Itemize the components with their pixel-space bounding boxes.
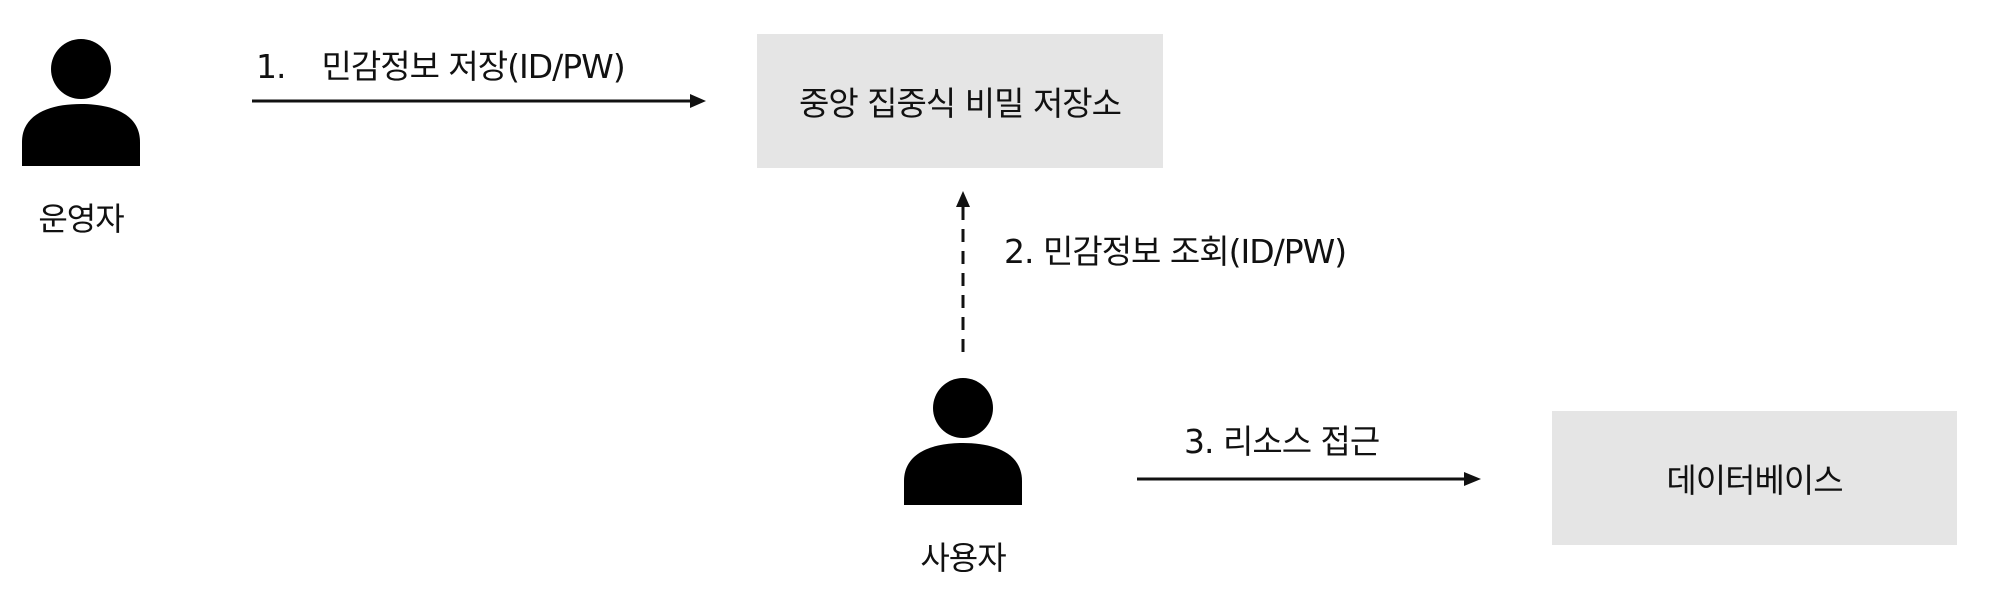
user-label: 사용자 [920,539,1006,577]
database-label: 데이터베이스 [1666,461,1843,500]
access-resource-arrow [1137,472,1481,486]
store-credentials-number: 1. [256,47,286,86]
store-credentials-arrow [252,94,706,108]
operator-actor: 운영자 [1,38,161,240]
lookup-credentials-arrow [956,191,970,352]
access-resource-label: 3. 리소스 접근 [1184,415,1380,463]
store-credentials-text: 민감정보 저장(ID/PW) [321,47,626,86]
operator-label: 운영자 [38,200,124,238]
access-resource-text: 3. 리소스 접근 [1184,422,1380,461]
person-icon [904,378,1022,505]
secret-store-label: 중앙 집중식 비밀 저장소 [798,84,1122,123]
database-box: 데이터베이스 [1552,411,1957,545]
person-icon [22,39,140,166]
secret-store-box: 중앙 집중식 비밀 저장소 [757,34,1163,168]
lookup-credentials-label: 2. 민감정보 조회(ID/PW) [1004,225,1347,273]
lookup-credentials-text: 2. 민감정보 조회(ID/PW) [1004,232,1347,271]
user-actor: 사용자 [883,377,1043,579]
store-credentials-label: 1. 민감정보 저장(ID/PW) [256,40,626,88]
